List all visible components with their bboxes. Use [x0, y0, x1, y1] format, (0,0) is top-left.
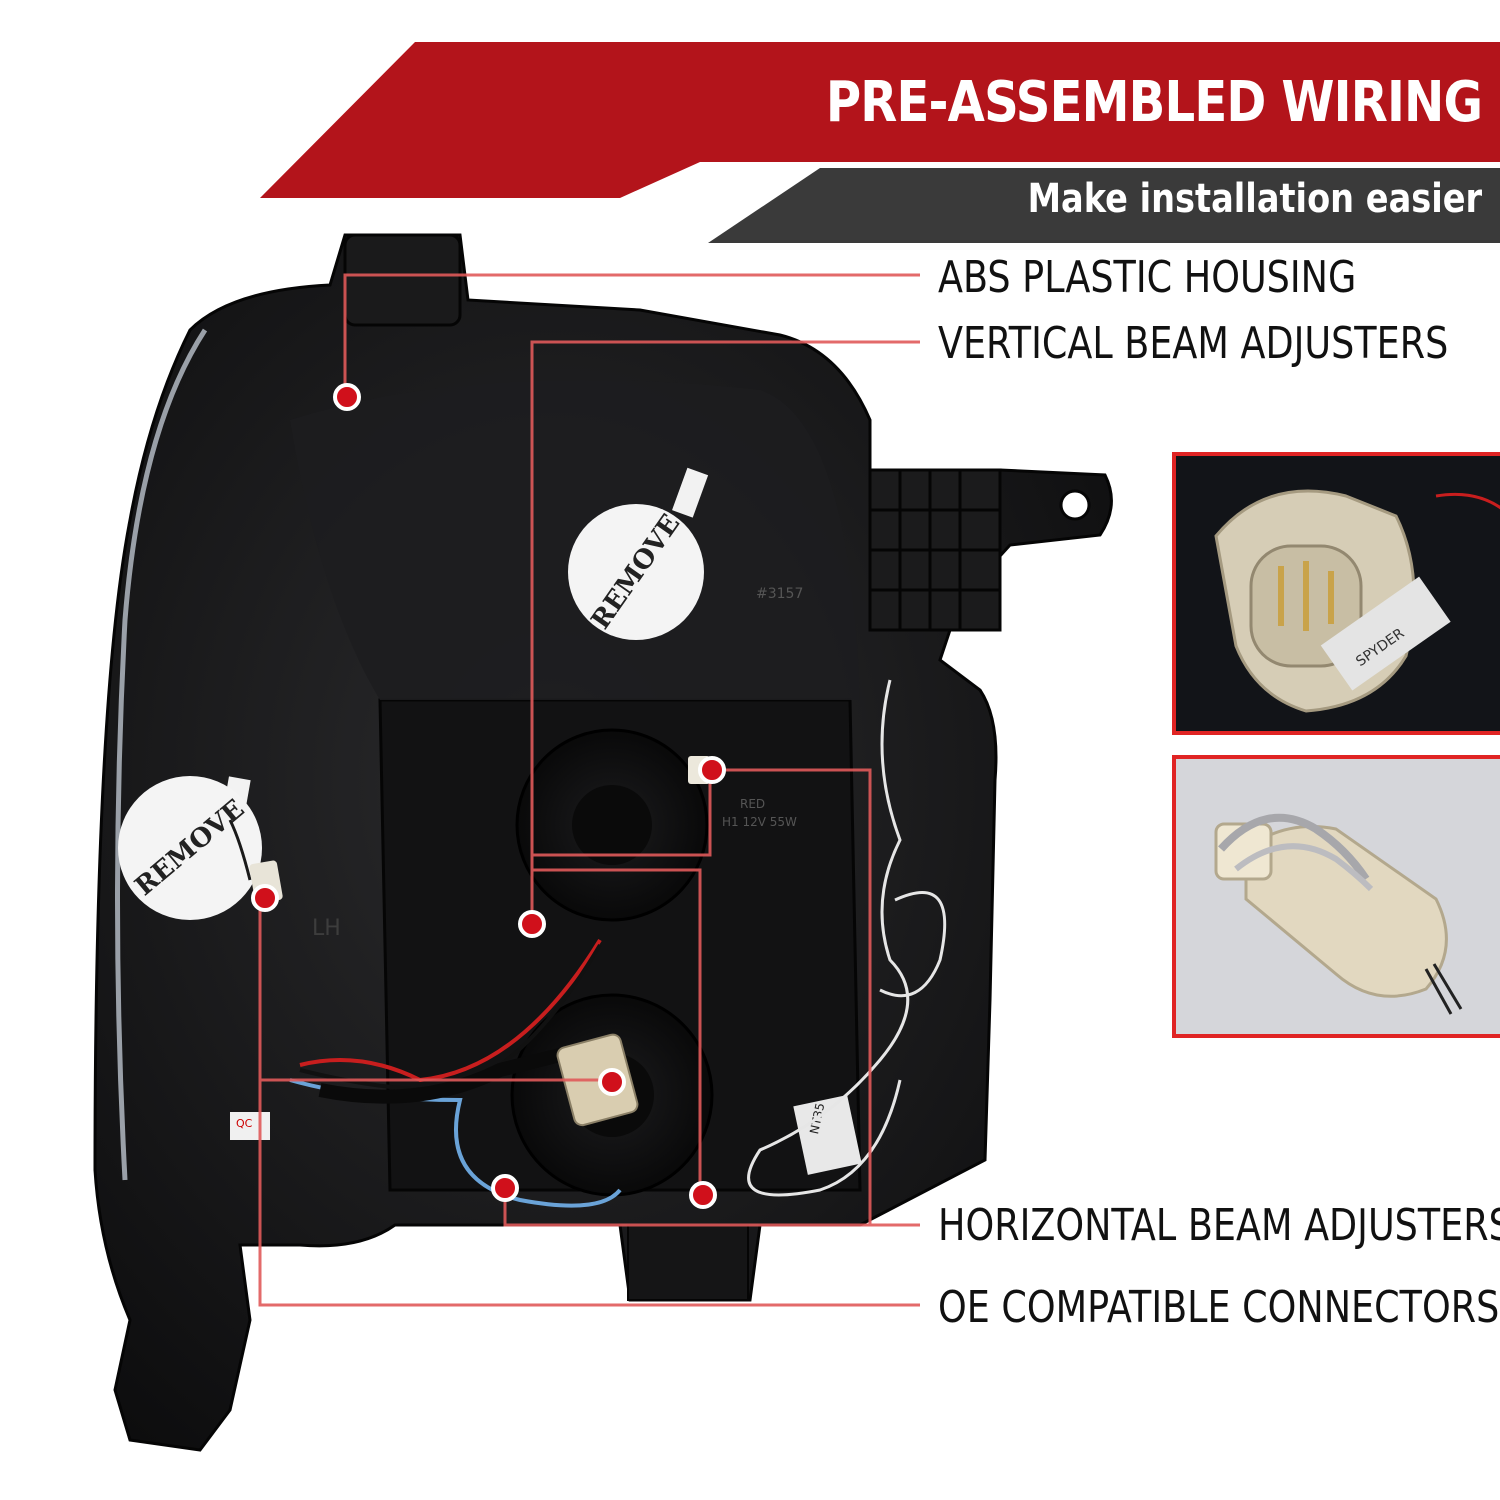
connector-photo: SPYDER: [1176, 456, 1500, 731]
callout-dot-horizontal-2: [689, 1181, 717, 1209]
banner-subtitle: Make installation easier: [1027, 176, 1482, 222]
callout-horizontal-adjusters: HORIZONTAL BEAM ADJUSTERS: [938, 1200, 1500, 1251]
callout-dot-connector-1: [251, 884, 279, 912]
chrome-rim: [115, 328, 208, 1181]
callout-dot-horizontal-1: [491, 1174, 519, 1202]
thumbnail-bulb-socket: [1172, 755, 1500, 1038]
remove-sticker-top: REMOVE: [568, 467, 709, 640]
callout-line-oe: [258, 905, 920, 1307]
callout-dot-vertical-2: [698, 756, 726, 784]
callout-line-vertical-c: [532, 868, 702, 1195]
bulb-label-red: RED: [740, 797, 765, 811]
bulb-label-h1: H1 12V 55W: [722, 815, 797, 829]
callout-dot-connector-2: [598, 1068, 626, 1096]
bottom-tab: [627, 1224, 749, 1301]
red-banner-stripe: [260, 42, 1500, 198]
callout-dot-abs: [333, 383, 361, 411]
mount-bracket-right: [868, 468, 1091, 632]
callout-line-abs: [343, 273, 920, 395]
callout-oe-connectors: OE COMPATIBLE CONNECTORS: [938, 1282, 1500, 1333]
callout-line-horizontal-b: [710, 768, 872, 1225]
callout-abs-housing: ABS PLASTIC HOUSING: [938, 252, 1357, 303]
wiring-harness: [228, 679, 947, 1208]
bulb-label-3157: #3157: [756, 586, 803, 602]
callout-line-vertical-b: [532, 770, 712, 857]
callout-vertical-adjusters: VERTICAL BEAM ADJUSTERS: [938, 318, 1449, 369]
callout-dot-vertical-1: [518, 910, 546, 938]
wire-tag: [793, 1094, 862, 1175]
side-label-lh: LH: [312, 916, 341, 941]
thumbnail-connector: SPYDER: [1172, 452, 1500, 735]
callout-line-vertical: [530, 340, 920, 925]
banner-title: PRE-ASSEMBLED WIRING: [825, 70, 1483, 135]
qc-sticker: [230, 1112, 270, 1140]
svg-text:QC: QC: [236, 1117, 253, 1130]
upper-dome: [290, 380, 860, 700]
dark-banner-stripe: [708, 168, 1500, 243]
bulb-socket-photo: [1176, 759, 1500, 1034]
remove-sticker-left: REMOVE: [118, 776, 262, 920]
